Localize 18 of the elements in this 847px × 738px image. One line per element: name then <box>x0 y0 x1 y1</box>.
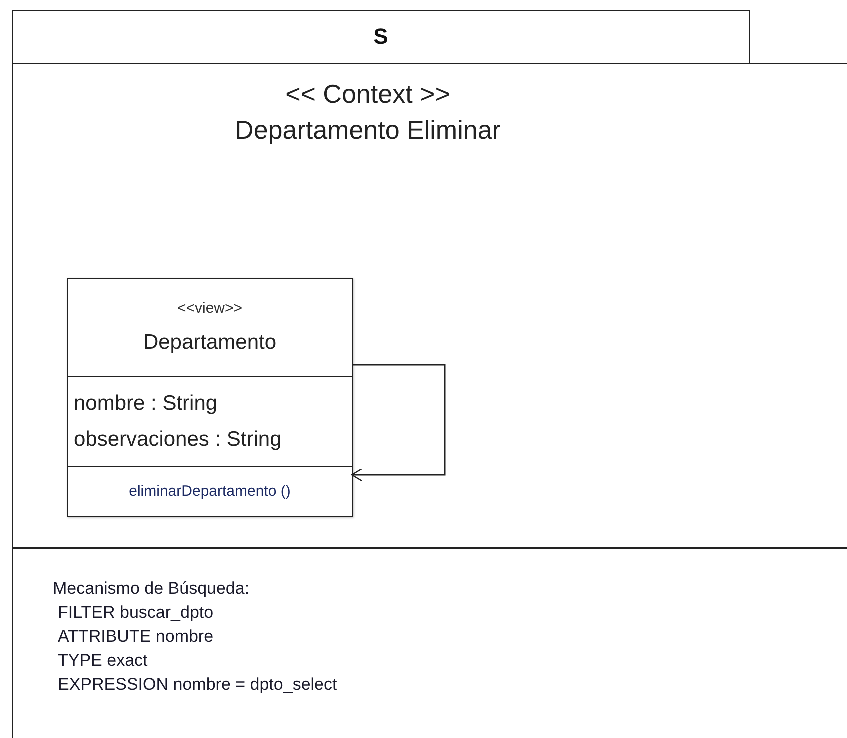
stereotype-label: << Context >> <box>284 78 452 111</box>
note-text: TYPE exact <box>57 650 149 672</box>
self-association-arrow <box>351 364 446 482</box>
notes-panel <box>12 548 847 738</box>
note-text: FILTER buscar_dpto <box>57 602 215 624</box>
frame-tab <box>12 10 750 63</box>
stereotype-label: <<view>> <box>177 300 243 317</box>
class-name: Departamento <box>143 331 277 355</box>
frame-title: S <box>374 24 388 50</box>
context-title: Departamento Eliminar <box>234 114 502 147</box>
note-text: ATTRIBUTE nombre <box>57 626 215 648</box>
attribute-text: observaciones : String <box>74 426 282 452</box>
context-panel <box>12 63 847 548</box>
operation-text: eliminarDepartamento () <box>129 482 291 500</box>
note-text: EXPRESSION nombre = dpto_select <box>57 674 338 696</box>
class-box <box>67 278 353 517</box>
attribute-text: nombre : String <box>74 390 218 416</box>
note-text: Mecanismo de Búsqueda: <box>53 578 251 600</box>
